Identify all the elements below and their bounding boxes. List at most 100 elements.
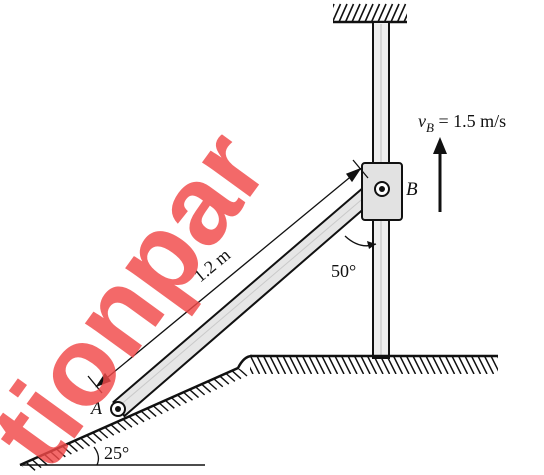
hatch-mark (110, 424, 121, 434)
hatch-mark (20, 464, 30, 474)
hatch-mark (189, 389, 200, 399)
hatch-mark (67, 442, 78, 452)
hatch-mark (250, 356, 261, 374)
hatch-mark (140, 410, 151, 420)
hatch-mark (344, 3, 355, 22)
hatch-mark (288, 356, 300, 374)
hatch-mark (360, 356, 371, 374)
hatch-mark (314, 356, 326, 374)
velocity-subscript: B (426, 120, 434, 135)
hatch-mark (164, 399, 175, 409)
hatch-mark (412, 356, 423, 374)
label-point-a: A (90, 398, 103, 418)
hatch-mark (418, 356, 430, 374)
hatch-mark (195, 386, 206, 396)
hatch-mark (431, 356, 443, 374)
hatch-mark (390, 3, 400, 22)
hatch-mark (425, 356, 436, 374)
hatch-mark (403, 13, 407, 22)
hatch-mark (37, 456, 48, 466)
hatch-mark (451, 356, 462, 374)
velocity-arrow-icon (433, 137, 447, 212)
ceiling-support (333, 3, 407, 24)
hatch-mark (357, 3, 368, 22)
hatch-mark (55, 448, 66, 458)
hatch-mark (438, 356, 449, 374)
hatch-mark (49, 451, 60, 461)
hatch-mark (405, 356, 417, 374)
hatch-mark (370, 3, 381, 22)
ground (19, 354, 498, 474)
velocity-value: = 1.5 m/s (434, 111, 506, 131)
label-velocity: vB = 1.5 m/s (418, 111, 506, 135)
length-dimension (87, 159, 369, 394)
hatch-mark (25, 461, 36, 471)
hatch-mark (295, 356, 306, 374)
hatch-mark (347, 356, 358, 374)
hatch-mark (327, 356, 339, 374)
hatch-mark (207, 380, 218, 390)
hatch-mark (146, 407, 157, 417)
hatch-mark (333, 3, 342, 22)
hatch-mark (338, 3, 348, 22)
hatch-mark (250, 366, 254, 374)
hatch-mark (282, 356, 293, 374)
hatch-mark (386, 356, 397, 374)
hatch-mark (213, 378, 224, 388)
hatch-mark (383, 3, 394, 22)
hatch-mark (134, 413, 145, 423)
hatch-mark (301, 356, 313, 374)
hatch-mark (92, 432, 103, 442)
hatch-mark (464, 356, 475, 374)
hatch-mark (158, 402, 169, 412)
pin-b (374, 181, 390, 197)
hatch-mark (364, 3, 374, 22)
hatch-mark (86, 434, 97, 444)
hatch-mark (470, 356, 482, 374)
hatch-mark (340, 356, 352, 374)
label-point-b: B (406, 179, 418, 200)
angle-arc-slope (93, 446, 100, 466)
hatch-mark (262, 356, 274, 374)
hatch-mark (477, 356, 488, 374)
hatch-mark (334, 356, 345, 374)
hatch-mark (275, 356, 287, 374)
hatch-mark (396, 3, 407, 22)
hatch-mark (237, 368, 248, 377)
hatch-mark (61, 445, 72, 455)
hatch-mark (225, 372, 236, 382)
hatch-mark (128, 415, 139, 426)
hatch-mark (176, 394, 187, 404)
hatch-mark (392, 356, 404, 374)
hatch-mark (457, 356, 469, 374)
hatch-mark (256, 356, 267, 374)
hatch-mark (377, 3, 387, 22)
hatch-mark (170, 397, 181, 407)
hatch-mark (219, 375, 230, 385)
hatch-mark (98, 429, 109, 439)
hatch-mark (379, 356, 391, 374)
angle-arc-rod (344, 235, 377, 249)
hatch-mark (31, 459, 42, 469)
hatch-mark (373, 356, 384, 374)
hatch-mark (351, 3, 361, 22)
hatch-mark (80, 437, 91, 447)
hatch-mark (490, 356, 498, 372)
hatch-mark (231, 370, 242, 380)
pin-a (110, 401, 126, 417)
hatch-mark (201, 383, 212, 393)
hatch-mark (152, 405, 163, 415)
hatch-mark (74, 440, 84, 450)
label-angle-slope: 25° (104, 443, 129, 463)
label-angle-rod: 50° (331, 261, 356, 281)
hatch-mark (366, 356, 378, 374)
hatch-mark (308, 356, 319, 374)
hatch-mark (399, 356, 410, 374)
hatch-mark (353, 356, 365, 374)
hatch-mark (43, 453, 54, 463)
hatch-mark (496, 356, 498, 359)
hatch-mark (444, 356, 456, 374)
hatch-mark (333, 3, 335, 9)
hatch-mark (269, 356, 280, 374)
